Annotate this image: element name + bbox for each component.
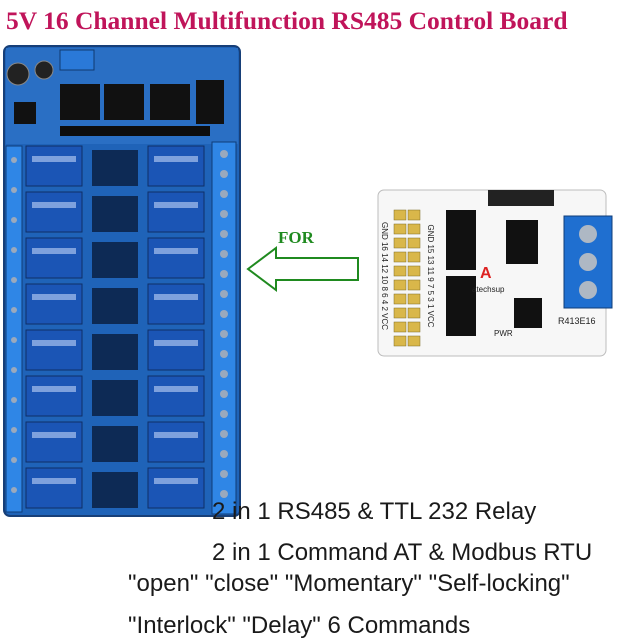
- page-title: 5V 16 Channel Multifunction RS485 Contro…: [6, 6, 568, 35]
- description-line-1: 2 in 1 RS485 & TTL 232 Relay: [212, 498, 537, 525]
- pin-labels-left: GND 16 14 12 10 8 6 4 2 VCC: [380, 222, 389, 330]
- pwr-text: PWR: [494, 329, 513, 338]
- relay-board-image: [3, 45, 241, 517]
- arrow-left-icon: [246, 246, 359, 292]
- brand-logo-icon: A: [480, 265, 492, 282]
- description-line-2: 2 in 1 Command AT & Modbus RTU: [212, 539, 593, 566]
- description-line-3: "open" "close" "Momentary" "Self-locking…: [128, 570, 570, 597]
- description-line-4: "Interlock" "Delay" 6 Commands: [128, 612, 471, 639]
- for-label: FOR: [278, 228, 314, 247]
- pin-labels-right: GND 15 13 11 9 7 5 3 1 VCC: [426, 224, 435, 327]
- rs485-module-image: GND 16 14 12 10 8 6 4 2 VCC GND 15 13 11…: [377, 189, 613, 357]
- brand-text: atechsup: [472, 285, 505, 294]
- model-text: R413E16: [558, 316, 596, 326]
